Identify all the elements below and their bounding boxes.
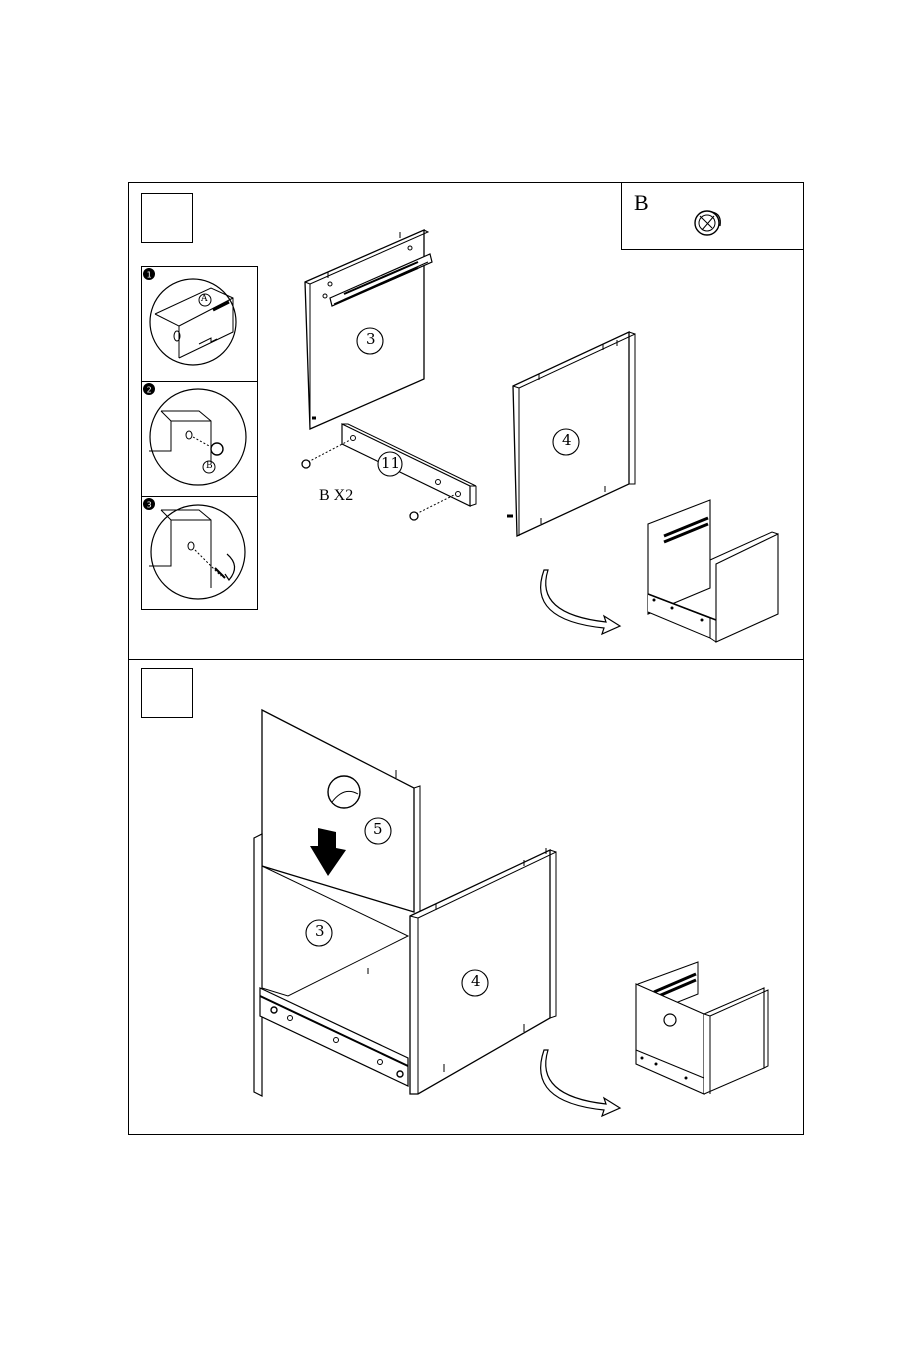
detail-3-drawing: 3 bbox=[141, 496, 258, 610]
step2-assembly-drawing bbox=[248, 706, 568, 1106]
step2-number-box bbox=[141, 668, 193, 718]
cam-lock-icon bbox=[690, 204, 726, 240]
step1-result-drawing bbox=[644, 496, 784, 646]
detail-1-callout-A: A bbox=[201, 295, 208, 304]
step1-number-box bbox=[141, 193, 193, 243]
part-11-label: 11 bbox=[381, 456, 400, 471]
detail-3-step-text: 3 bbox=[147, 501, 152, 510]
detail-1-step-text: 1 bbox=[147, 271, 152, 280]
step2-result-drawing bbox=[634, 954, 770, 1100]
part-4-label: 4 bbox=[562, 433, 572, 448]
part-3-label-step2: 3 bbox=[315, 924, 325, 939]
detail-2-drawing: 2 bbox=[141, 381, 258, 497]
part-4-label-step2: 4 bbox=[471, 974, 481, 989]
detail-1-drawing: 1 bbox=[141, 266, 258, 382]
rotate-arrow-icon-step2 bbox=[540, 1046, 630, 1118]
detail-2-step-text: 2 bbox=[147, 386, 152, 395]
part-3-label: 3 bbox=[366, 332, 376, 347]
hardware-legend-letter: B bbox=[634, 190, 649, 216]
rotate-arrow-icon bbox=[540, 566, 630, 636]
down-arrow-icon bbox=[310, 828, 346, 878]
quantity-note: B X2 bbox=[319, 487, 353, 505]
detail-2-callout-B: B bbox=[206, 462, 213, 471]
part-5-label: 5 bbox=[373, 822, 383, 837]
